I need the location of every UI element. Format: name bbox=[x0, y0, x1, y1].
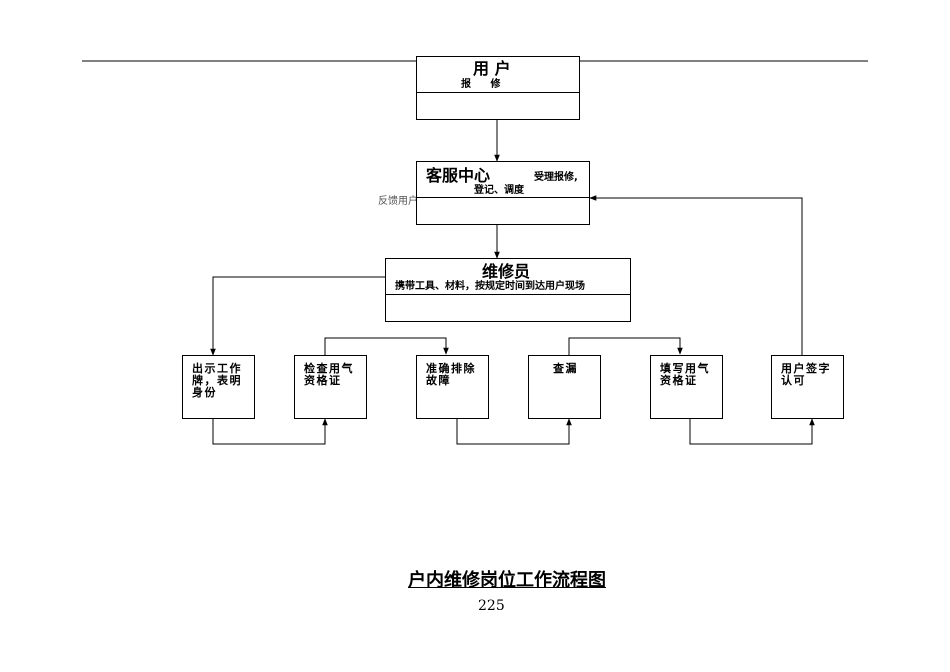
step-box-user-sign: 用户签字认可 bbox=[771, 355, 844, 419]
step-box-leak-check: 查漏 bbox=[528, 355, 601, 419]
arrow-step1-to-step2 bbox=[212, 418, 328, 445]
user-title: 用 户 bbox=[473, 59, 511, 78]
arrow-step2-to-step3 bbox=[324, 337, 449, 355]
page-title: 户内维修岗位工作流程图 bbox=[408, 570, 606, 591]
step-text-leak-check: 查漏 bbox=[553, 362, 578, 375]
step-text-fill-certificate: 填写用气资格证 bbox=[660, 362, 710, 387]
arrow-step5-to-step6 bbox=[689, 418, 815, 445]
arrow-technician-to-step1 bbox=[210, 276, 385, 356]
service-center-note: 受理报修, bbox=[534, 172, 578, 183]
technician-title: 维修员 bbox=[482, 262, 531, 281]
arrow-step3-to-step4 bbox=[456, 418, 572, 445]
step-box-fix-fault: 准确排除故障 bbox=[416, 355, 489, 419]
arrow-step4-to-step5 bbox=[568, 337, 683, 355]
user-subtitle: 报 修 bbox=[461, 79, 509, 90]
service-center-title: 客服中心 bbox=[426, 166, 491, 185]
user-box: 用 户 报 修 bbox=[416, 56, 580, 120]
technician-detail: 携带工具、材料，按规定时间到达用户现场 bbox=[395, 281, 585, 292]
service-center-detail: 登记、调度 bbox=[474, 185, 524, 196]
step-box-show-badge: 出示工作牌，表明身份 bbox=[182, 355, 255, 419]
page-number: 225 bbox=[478, 598, 505, 614]
step-text-fix-fault: 准确排除故障 bbox=[426, 362, 476, 387]
step-text-user-sign: 用户签字认可 bbox=[781, 362, 831, 387]
technician-box: 维修员 携带工具、材料，按规定时间到达用户现场 bbox=[385, 258, 631, 322]
arrow-feedback-to-service bbox=[589, 195, 803, 355]
step-text-show-badge: 出示工作牌，表明身份 bbox=[192, 362, 242, 399]
step-box-check-certificate: 检查用气资格证 bbox=[294, 355, 367, 419]
step-text-check-certificate: 检查用气资格证 bbox=[304, 362, 354, 387]
service-center-box: 客服中心 受理报修, 登记、调度 bbox=[416, 161, 590, 225]
step-box-fill-certificate: 填写用气资格证 bbox=[650, 355, 723, 419]
feedback-label: 反馈用户 bbox=[378, 196, 418, 207]
